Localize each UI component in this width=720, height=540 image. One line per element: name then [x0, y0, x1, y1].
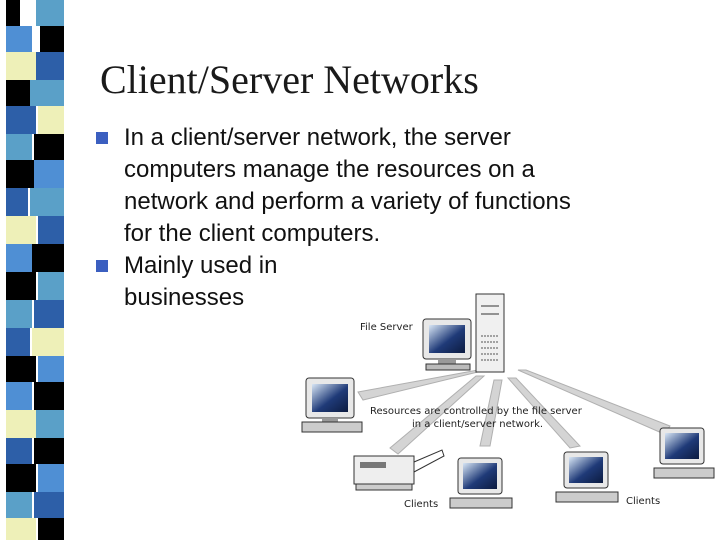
- slide-title: Client/Server Networks: [100, 57, 479, 102]
- file-server-icon: [422, 293, 505, 373]
- clients-label-left: Clients: [404, 499, 438, 510]
- printer-icon: [353, 449, 445, 491]
- client-computer-icon: [301, 377, 363, 433]
- bullet-item: Mainly used in businesses: [96, 250, 304, 314]
- client-computer-icon: [653, 427, 715, 479]
- square-bullet-icon: [96, 132, 108, 144]
- square-bullet-icon: [96, 260, 108, 272]
- bullet-text: In a client/server network, the server c…: [124, 124, 571, 247]
- bullet-text: Mainly used in businesses: [124, 252, 278, 311]
- caption-line-1: Resources are controlled by the file ser…: [370, 406, 583, 417]
- client-computer-icon: [555, 451, 619, 503]
- bullet-item: In a client/server network, the server c…: [96, 122, 596, 250]
- clients-label-right: Clients: [626, 496, 660, 507]
- decorative-stripe: [0, 0, 64, 540]
- network-diagram: File Server Resources are controlled by …: [301, 293, 715, 510]
- client-computer-icon: [449, 457, 513, 509]
- server-label: File Server: [360, 322, 414, 333]
- caption-line-2: in a client/server network.: [412, 419, 543, 430]
- bullet-list: In a client/server network, the server c…: [96, 122, 596, 314]
- connection-arrows: [357, 369, 671, 455]
